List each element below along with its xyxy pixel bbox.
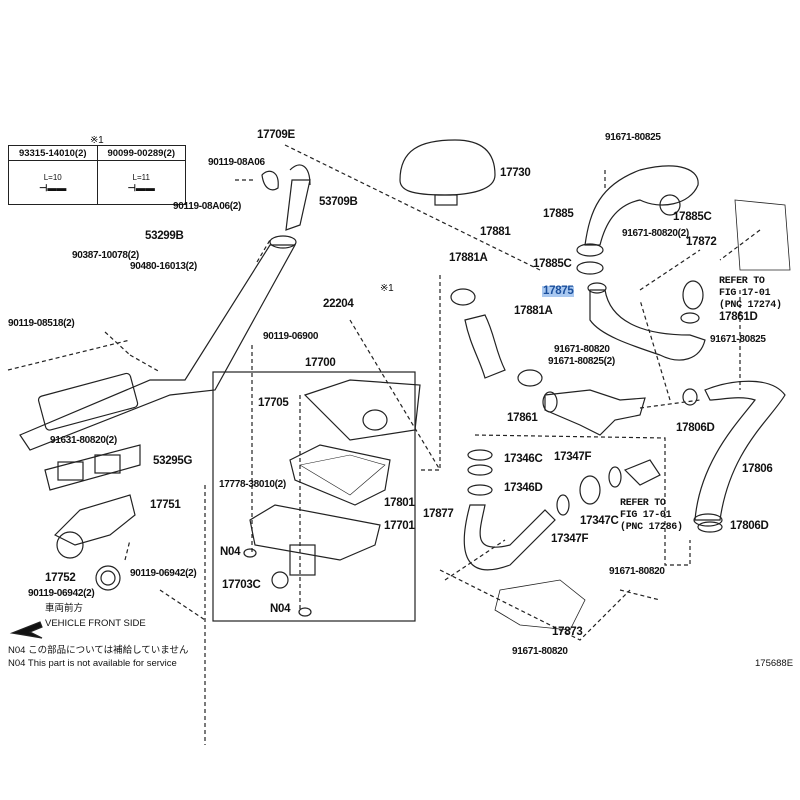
part-label[interactable]: 17347F	[551, 533, 589, 545]
hose-17881	[464, 314, 506, 379]
part-label[interactable]: 17801	[384, 497, 415, 509]
part-label: ※1	[380, 283, 394, 294]
part-label[interactable]: 17751	[150, 499, 181, 511]
part-label[interactable]: 17705	[258, 397, 289, 409]
reference-line3: (PNC 17274)	[719, 300, 782, 311]
duct-53299b	[19, 244, 297, 451]
part-label[interactable]: 17885C	[533, 258, 572, 270]
part-label[interactable]: 17701	[384, 520, 415, 532]
part-label[interactable]: N04	[220, 546, 241, 558]
part-label[interactable]: 17709E	[257, 129, 295, 141]
part-label[interactable]: 53709B	[319, 196, 358, 208]
part-label[interactable]: 91671-80825(2)	[548, 356, 615, 367]
part-label[interactable]: 91671-80825	[710, 334, 766, 345]
direction-jp: 車両前方	[45, 603, 84, 614]
reference-line1: REFER TO	[719, 276, 765, 287]
part-label[interactable]: 17881A	[449, 252, 488, 264]
part-label[interactable]: 17861	[507, 412, 538, 424]
part-label[interactable]: 90119-08518(2)	[8, 318, 75, 329]
part-label[interactable]: 90119-06942(2)	[28, 588, 95, 599]
part-label[interactable]: 17877	[423, 508, 454, 520]
engine-fragment	[734, 199, 791, 271]
bolt-icon: ⊣▬▬	[127, 182, 155, 194]
part-label[interactable]: 91671-80820(2)	[622, 228, 689, 239]
part-label[interactable]: 17872	[686, 236, 717, 248]
part-label[interactable]: 90480-16013(2)	[130, 261, 197, 272]
part-label[interactable]: 91671-80820	[512, 646, 568, 657]
part-label[interactable]: 91671-80820	[609, 566, 665, 577]
filter-17801	[289, 444, 391, 506]
vehicle-front-arrow-icon	[9, 621, 43, 639]
part-label[interactable]: 53299B	[145, 230, 184, 242]
part-label[interactable]: 17881	[480, 226, 511, 238]
part-label[interactable]: 17861D	[719, 311, 758, 323]
part-label-highlighted[interactable]: 17875	[542, 285, 575, 297]
reference-line3: (PNC 17286)	[620, 522, 683, 533]
part-label[interactable]: 17347C	[580, 515, 619, 527]
part-label[interactable]: 91631-80820(2)	[50, 435, 117, 446]
cover-17730	[399, 139, 496, 196]
part-label[interactable]: N04	[270, 603, 291, 615]
seal-53295g	[44, 444, 141, 491]
part-label[interactable]: 53295G	[153, 455, 193, 467]
part-label[interactable]: 90119-08A06(2)	[173, 201, 242, 212]
fastener-table-mark: ※1	[90, 135, 104, 146]
figure-id: 175688E	[755, 658, 794, 669]
part-label[interactable]: 17881A	[514, 305, 553, 317]
fastener-part-2[interactable]: 90099-00289(2)	[96, 145, 186, 161]
part-label[interactable]: 17778-38010(2)	[219, 479, 286, 490]
part-label[interactable]: 91671-80825	[605, 132, 661, 143]
air-cleaner-group-box	[212, 371, 416, 622]
direction-en: VEHICLE FRONT SIDE	[45, 618, 146, 629]
fastener-part-1[interactable]: 93315-14010(2)	[8, 145, 98, 161]
duct-17751	[53, 494, 136, 546]
part-label[interactable]: 17806	[742, 463, 773, 475]
fastener-table: 93315-14010(2) 90099-00289(2) L=10⊣▬▬ L=…	[8, 145, 186, 205]
part-label[interactable]: 17885C	[673, 211, 712, 223]
part-label[interactable]: 90119-06900	[263, 331, 319, 342]
pipe-17875	[589, 289, 706, 361]
part-label[interactable]: 17700	[305, 357, 336, 369]
part-label[interactable]: 17873	[552, 626, 583, 638]
bolt-icon: ⊣▬▬	[39, 182, 67, 194]
reference-line2[interactable]: FIG 17-01	[620, 510, 672, 521]
fastener-length-1: L=10	[43, 172, 62, 182]
part-label[interactable]: 17730	[500, 167, 531, 179]
bracket-17873	[494, 579, 586, 631]
pipe-17806	[694, 380, 786, 521]
part-label[interactable]: 17806D	[676, 422, 715, 434]
part-label[interactable]: 22204	[323, 298, 354, 310]
note-jp: N04 この部品については補給していません	[8, 645, 189, 656]
part-label[interactable]: 17806D	[730, 520, 769, 532]
pipe-17885	[584, 165, 699, 246]
note-en: N04 This part is not available for servi…	[8, 658, 177, 669]
part-label[interactable]: 17347F	[554, 451, 592, 463]
tube-17861	[544, 389, 646, 436]
reference-line2[interactable]: FIG 17-01	[719, 288, 771, 299]
part-label[interactable]: 17752	[45, 572, 76, 584]
part-label[interactable]: 91671-80820	[554, 344, 610, 355]
part-label[interactable]: 17703C	[222, 579, 261, 591]
part-label[interactable]: 17346C	[504, 453, 543, 465]
cleaner-cap-17705	[303, 379, 421, 441]
part-label[interactable]: 90119-08A06	[208, 157, 265, 168]
reference-line1: REFER TO	[620, 498, 666, 509]
part-label[interactable]: 17885	[543, 208, 574, 220]
part-label[interactable]: 90119-06942(2)	[130, 568, 197, 579]
leader-lines	[7, 144, 761, 745]
part-label[interactable]: 90387-10078(2)	[72, 250, 139, 261]
part-label[interactable]: 17346D	[504, 482, 543, 494]
pipe-17877	[463, 504, 556, 571]
fastener-length-2: L=11	[132, 172, 150, 182]
case-17701	[249, 504, 381, 561]
